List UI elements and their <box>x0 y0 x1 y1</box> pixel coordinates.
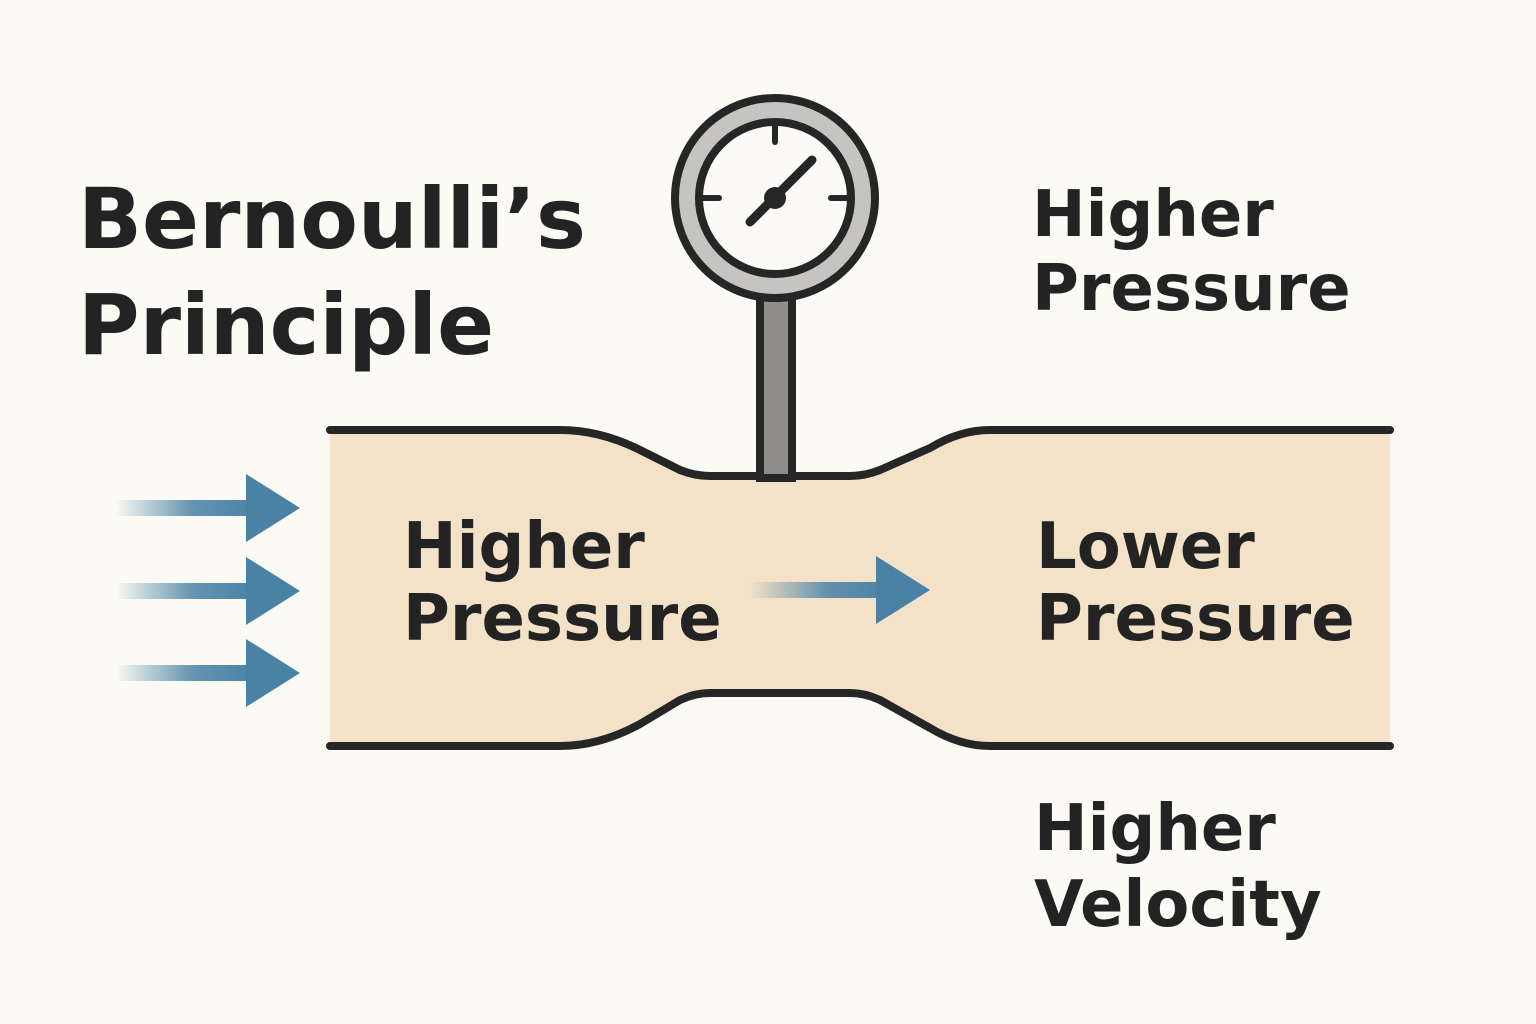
gauge-pivot <box>764 187 786 209</box>
velocity-label-line-2: Velocity <box>1034 868 1322 942</box>
velocity-label-line-1: Higher <box>1034 792 1276 866</box>
gauge-side-label-line-1: Higher <box>1032 178 1274 252</box>
inlet-label-line-2: Pressure <box>403 582 722 656</box>
title-line-2: Principle <box>78 276 494 374</box>
inlet-arrow-3 <box>115 639 300 707</box>
gauge-side-label-line-2: Pressure <box>1032 252 1351 326</box>
throat-arrow <box>750 556 930 624</box>
pressure-gauge-icon <box>671 94 879 482</box>
outlet-label-line-1: Lower <box>1036 510 1255 584</box>
pipe-top-wall <box>326 426 1394 480</box>
inlet-arrow-1 <box>115 474 300 542</box>
title-line-1: Bernoulli’s <box>78 170 586 268</box>
inlet-label-line-1: Higher <box>403 510 645 584</box>
inlet-arrow-2 <box>115 557 300 625</box>
pipe-bottom-wall <box>326 689 1394 750</box>
outlet-label-line-2: Pressure <box>1036 582 1355 656</box>
gauge-stem <box>756 288 796 482</box>
